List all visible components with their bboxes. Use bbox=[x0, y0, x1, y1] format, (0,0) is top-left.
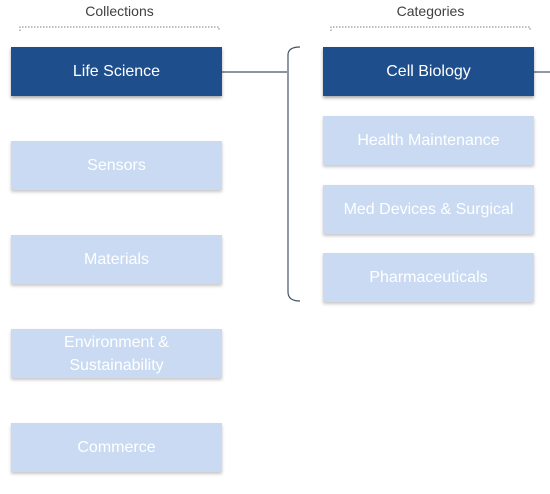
collection-sensors[interactable]: Sensors bbox=[11, 141, 222, 190]
collections-heading: Collections bbox=[85, 3, 154, 19]
collection-environment-sustainability[interactable]: Environment & Sustainability bbox=[11, 329, 222, 378]
category-label: Med Devices & Surgical bbox=[343, 201, 514, 218]
category-label: Health Maintenance bbox=[357, 132, 500, 149]
category-pharmaceuticals[interactable]: Pharmaceuticals bbox=[323, 253, 534, 302]
collection-label: Materials bbox=[84, 251, 149, 268]
collection-materials[interactable]: Materials bbox=[11, 235, 222, 284]
collection-commerce[interactable]: Commerce bbox=[11, 423, 222, 472]
collection-label-line1: Environment & bbox=[64, 333, 169, 351]
collections-heading-brace bbox=[19, 26, 220, 31]
categories-bracket bbox=[287, 46, 301, 302]
categories-heading: Categories bbox=[396, 3, 465, 19]
collection-label-line2: Sustainability bbox=[69, 356, 164, 374]
category-label: Cell Biology bbox=[386, 63, 471, 80]
categories-heading-brace bbox=[330, 26, 531, 31]
collection-label: Life Science bbox=[72, 63, 161, 80]
category-med-devices-surgical[interactable]: Med Devices & Surgical bbox=[323, 185, 534, 234]
category-label: Pharmaceuticals bbox=[369, 269, 488, 286]
collection-life-science[interactable]: Life Science bbox=[11, 47, 222, 96]
collection-label: Commerce bbox=[77, 439, 156, 456]
category-cell-biology[interactable]: Cell Biology bbox=[323, 47, 534, 96]
category-health-maintenance[interactable]: Health Maintenance bbox=[323, 116, 534, 165]
collection-label: Sensors bbox=[87, 157, 146, 174]
